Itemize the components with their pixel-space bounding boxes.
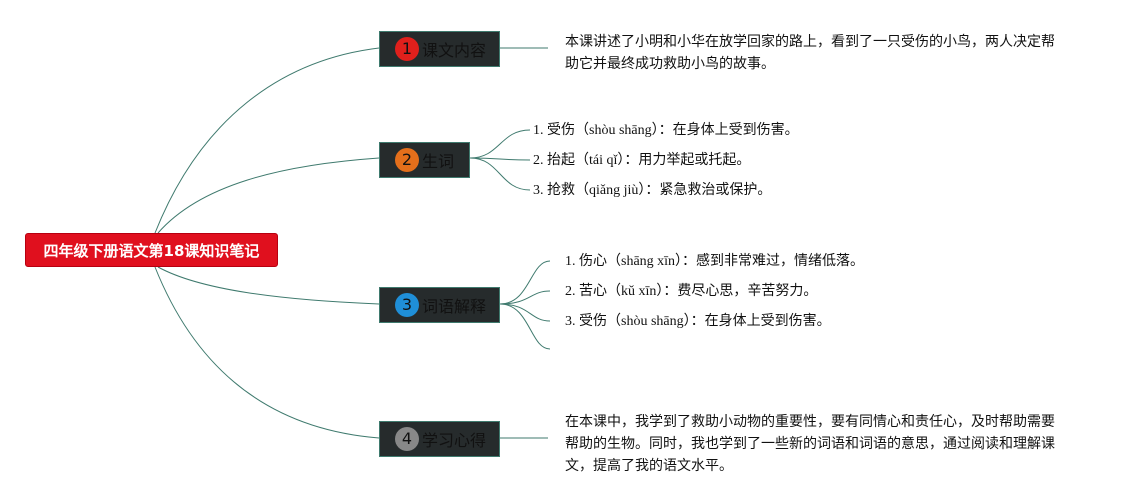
word-explanation-item-2: 2. 苦心（kǔ xīn）：费尽心思，辛苦努力。: [565, 284, 818, 299]
branch-lesson-content[interactable]: 1 课文内容: [379, 31, 500, 67]
connector-branch-2-item-3: [469, 157, 531, 191]
connector-root-branch-1: [154, 47, 380, 234]
number-badge-1: 1: [395, 37, 419, 61]
branch-word-explanations[interactable]: 3 词语解释: [379, 287, 500, 323]
connector-root-branch-2: [157, 157, 380, 234]
connector-branch-3-item-3: [499, 303, 551, 322]
new-word-item-3: 3. 抢救（qiǎng jiù）：紧急救治或保护。: [533, 183, 772, 198]
new-word-item-1: 1. 受伤（shòu shāng）：在身体上受到伤害。: [533, 123, 799, 138]
word-explanation-item-1: 1. 伤心（shāng xīn）：感到非常难过，情绪低落。: [565, 254, 865, 269]
root-topic-label: 四年级下册语文第18课知识笔记: [43, 241, 260, 260]
connector-branch-3-item-4: [499, 303, 551, 350]
number-badge-3: 3: [395, 293, 419, 317]
root-topic[interactable]: 四年级下册语文第18课知识笔记: [25, 233, 278, 267]
new-word-item-2: 2. 抬起（tái qǐ）：用力举起或托起。: [533, 153, 751, 168]
branch-learning-reflections[interactable]: 4 学习心得: [379, 421, 500, 457]
connector-branch-3-item-1: [499, 260, 551, 305]
word-explanation-item-3: 3. 受伤（shòu shāng）：在身体上受到伤害。: [565, 314, 831, 329]
connector-root-branch-3: [157, 266, 380, 305]
branch-new-words[interactable]: 2 生词: [379, 142, 470, 178]
connector-branch-2-item-1: [469, 129, 531, 159]
number-badge-4: 4: [395, 427, 419, 451]
branch-label: 学习心得: [422, 431, 487, 450]
connector-branch-3-item-2: [499, 290, 551, 305]
connector-root-branch-4: [154, 266, 380, 439]
branch-label: 词语解释: [422, 297, 487, 316]
branch-label: 生词: [422, 152, 455, 171]
learning-reflections-text: 在本课中，我学到了救助小动物的重要性，要有同情心和责任心，及时帮助需要帮助的生物…: [565, 414, 1055, 474]
number-badge-2: 2: [395, 148, 419, 172]
branch-label: 课文内容: [422, 41, 487, 60]
lesson-content-text: 本课讲述了小明和小华在放学回家的路上，看到了一只受伤的小鸟，两人决定帮助它并最终…: [565, 34, 1055, 72]
connector-branch-2-item-2: [469, 157, 531, 161]
